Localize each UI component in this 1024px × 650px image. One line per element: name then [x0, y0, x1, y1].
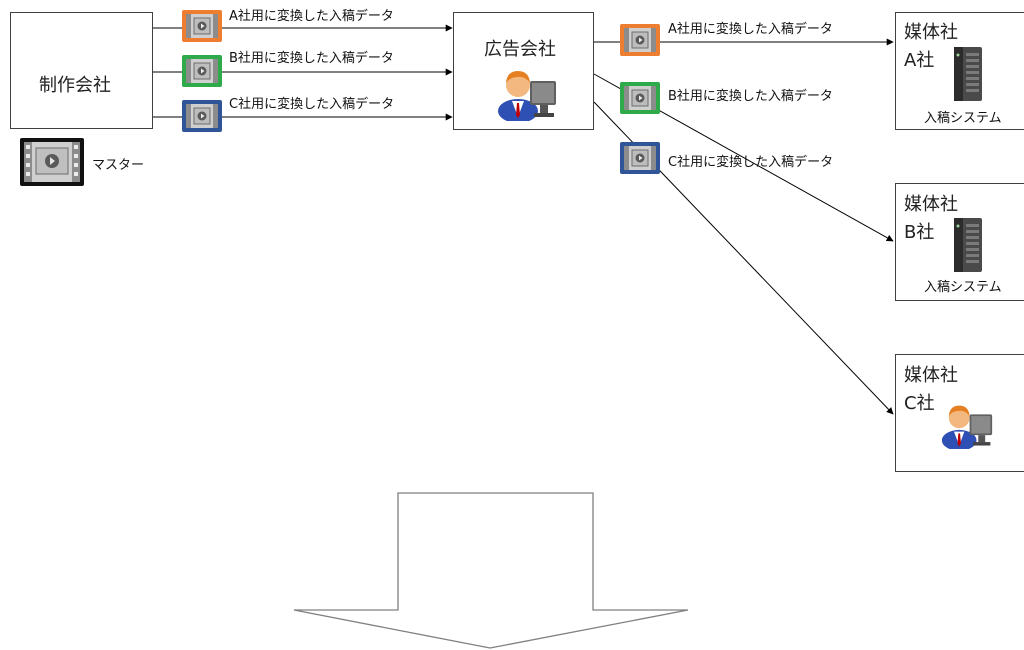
- film-icon-b-downstream: [620, 82, 660, 114]
- person-at-computer-icon: [498, 71, 556, 121]
- edge-label-a-downstream: A社用に変換した入稿データ: [668, 22, 833, 37]
- media-b-system: 入稿システム: [924, 280, 1002, 295]
- media-c-title: 媒体社: [904, 365, 958, 386]
- master-label: マスター: [92, 158, 145, 173]
- film-icon-b-upstream: [182, 55, 222, 87]
- media-a-title: 媒体社: [904, 22, 958, 43]
- media-b-box: 媒体社 B社 入稿システム: [895, 183, 1024, 301]
- media-c-name: C社: [904, 393, 935, 414]
- edge-label-b-upstream: B社用に変換した入稿データ: [229, 51, 394, 66]
- person-at-computer-icon: [941, 405, 993, 449]
- agency-box: 広告会社: [453, 12, 594, 130]
- film-icon-a-downstream: [620, 24, 660, 56]
- edge-label-c-downstream: C社用に変換した入稿データ: [668, 155, 834, 170]
- media-b-name: B社: [904, 222, 935, 243]
- media-b-title: 媒体社: [904, 194, 958, 215]
- server-tower-icon: [954, 218, 982, 272]
- server-tower-icon: [954, 47, 982, 101]
- producer-label: 制作会社: [39, 75, 111, 96]
- producer-box: 制作会社: [10, 12, 153, 129]
- edge-label-c-upstream: C社用に変換した入稿データ: [229, 97, 395, 112]
- master-film-icon: [20, 138, 84, 186]
- media-a-name: A社: [904, 50, 935, 71]
- media-c-box: 媒体社 C社: [895, 354, 1024, 472]
- film-icon-c-downstream: [620, 142, 660, 174]
- film-icon-a-upstream: [182, 10, 222, 42]
- media-a-box: 媒体社 A社 入稿システム: [895, 12, 1024, 130]
- film-icon-c-upstream: [182, 100, 222, 132]
- media-a-system: 入稿システム: [924, 111, 1002, 126]
- big-down-arrow: [293, 492, 689, 649]
- edge-label-a-upstream: A社用に変換した入稿データ: [229, 9, 394, 24]
- edge-label-b-downstream: B社用に変換した入稿データ: [668, 89, 833, 104]
- agency-label: 広告会社: [484, 39, 556, 60]
